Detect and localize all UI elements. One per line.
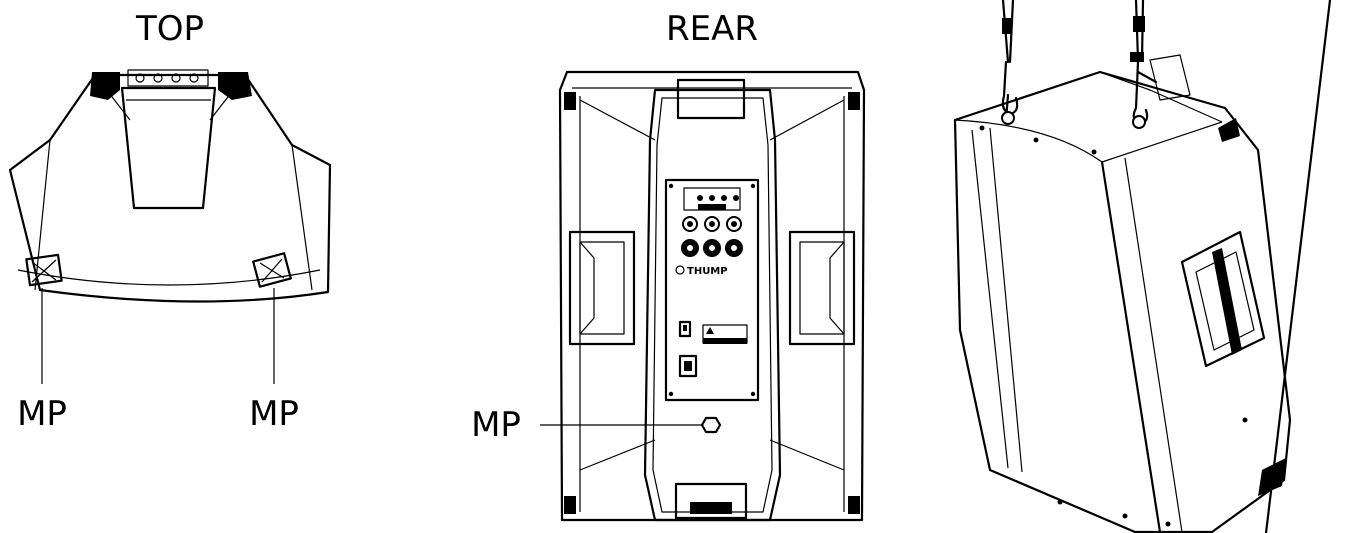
top-left-handle-icon — [90, 72, 120, 100]
suspended-foot-icon — [1258, 458, 1286, 496]
rear-top-handle-icon — [676, 78, 746, 120]
top-view-cabinet — [8, 69, 332, 303]
eyebolt-icon — [1132, 115, 1146, 129]
rear-corner-foot-icon — [848, 496, 860, 514]
power-inlet-icon — [678, 354, 698, 378]
rear-left-handle-icon — [568, 230, 636, 346]
rear-view-title: REAR — [666, 9, 758, 49]
suspended-side-handle-icon — [1180, 230, 1266, 368]
rear-corner-foot-icon — [848, 92, 860, 110]
rear-view-cabinet: THUMP — [558, 70, 866, 522]
top-right-callout-label: MP — [249, 394, 299, 434]
top-left-callout-label: MP — [17, 394, 67, 434]
top-view-title: TOP — [135, 9, 204, 49]
rear-callout-label: MP — [471, 405, 521, 445]
rear-control-panel: THUMP — [664, 178, 760, 402]
suspended-view — [953, 0, 1332, 533]
rear-corner-foot-icon — [564, 496, 576, 514]
top-view: TOP — [8, 9, 332, 434]
eyebolt-icon — [1001, 111, 1015, 125]
power-switch-icon — [678, 320, 692, 338]
rear-bottom-handle-icon — [690, 502, 732, 514]
top-right-handle-icon — [218, 72, 252, 100]
rear-right-handle-icon — [788, 230, 856, 346]
top-right-mount-point-icon — [252, 252, 292, 288]
suspension-cables — [1001, 0, 1332, 533]
top-knobs-icon — [127, 69, 209, 87]
rear-corner-foot-icon — [564, 92, 576, 110]
suspended-cabinet — [953, 54, 1292, 533]
panel-brand-text: THUMP — [687, 266, 728, 277]
rear-view: REAR — [471, 9, 866, 522]
top-left-mount-point-icon — [25, 253, 63, 287]
rear-mount-point-icon — [700, 416, 722, 434]
